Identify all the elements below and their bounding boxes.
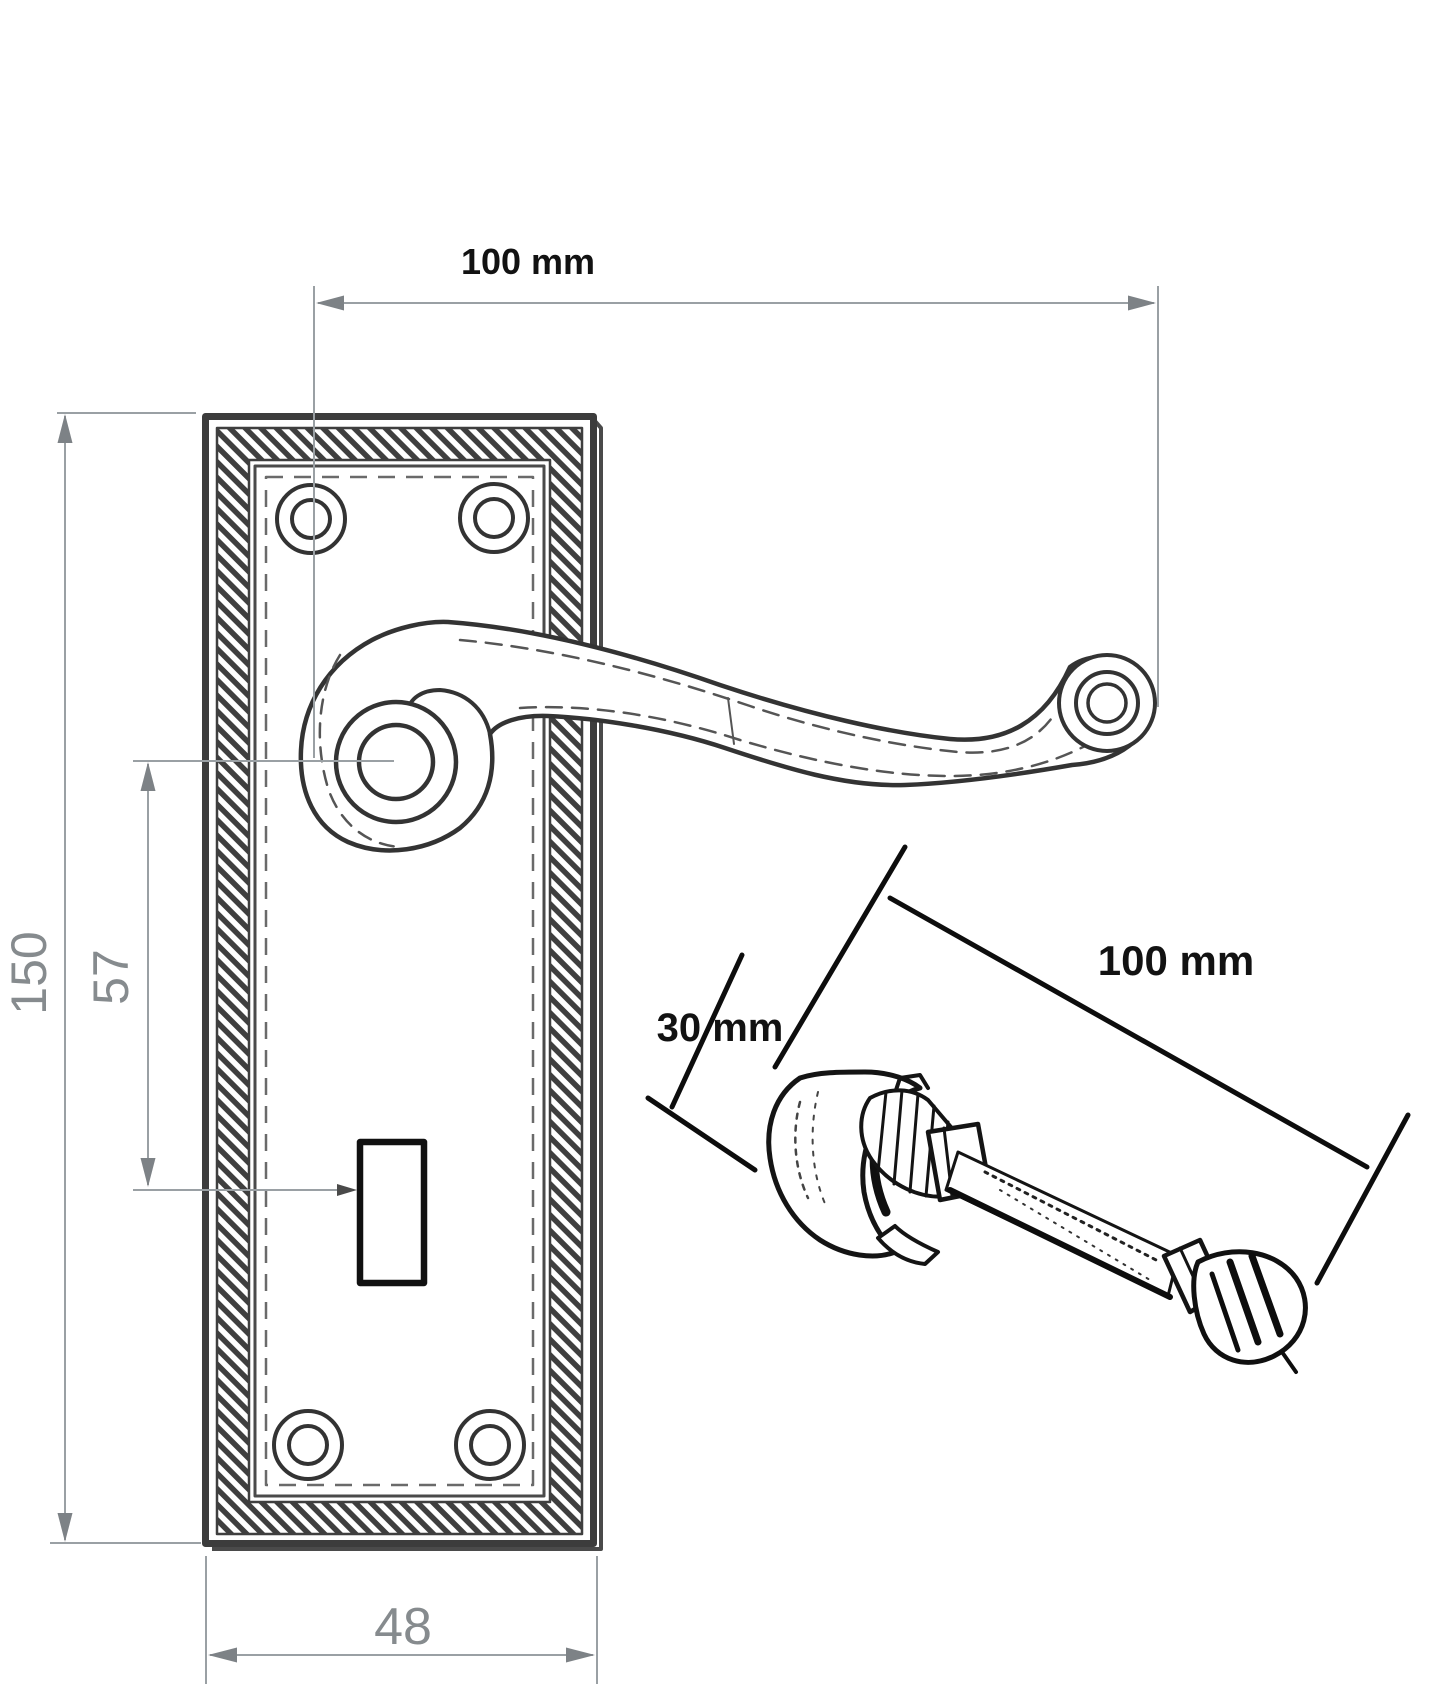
keyhole-cutout — [356, 1138, 428, 1287]
spindle-rod — [944, 1150, 1180, 1298]
arrowhead-up — [140, 762, 156, 791]
lever-hidden-line-bottom — [518, 705, 1087, 778]
plate-height-label: 150 — [1, 931, 57, 1014]
lever-length-dimension — [313, 286, 1159, 758]
arrowhead-down — [140, 1158, 156, 1187]
backplate — [202, 413, 603, 1551]
extension-line-left — [669, 952, 745, 1110]
centres-dimension — [133, 760, 394, 1196]
arrowhead-left — [208, 1647, 237, 1663]
spindle-end-cap — [1191, 1249, 1308, 1365]
lever-handle — [298, 619, 1157, 853]
rod-shadow-edge — [947, 1187, 1173, 1300]
turn-length-dimension — [645, 844, 908, 1173]
spindle-length-line — [887, 895, 1370, 1170]
extension-line-right — [1314, 1112, 1411, 1286]
lever-length-label: 100 mm — [461, 241, 595, 282]
arrowhead-right — [566, 1647, 595, 1663]
lever-scroll-spiral — [405, 688, 492, 736]
keyhole-leader-arrowhead — [337, 1184, 357, 1196]
rod-texture — [999, 1189, 1151, 1281]
lever-end-scroll-hole — [1086, 682, 1128, 724]
spindle-length-dimension — [887, 895, 1411, 1286]
lever-hidden-line-top — [458, 638, 1058, 754]
screw-hole-bottom-left — [272, 1409, 344, 1481]
rope-edge-border — [215, 426, 584, 1536]
end-cap-slots — [1209, 1252, 1298, 1374]
arrowhead-left — [316, 295, 344, 311]
wing-shading — [794, 1100, 810, 1200]
backplate-hidden-line — [264, 475, 535, 1487]
thumb-turn-spindle — [766, 1069, 1308, 1374]
centres-label: 57 — [83, 949, 139, 1005]
rod-texture — [983, 1170, 1162, 1264]
arrowhead-up — [57, 414, 73, 443]
arrowhead-right — [1128, 295, 1156, 311]
spindle-length-label: 100 mm — [1098, 937, 1254, 984]
turn-length-label: 30 mm — [657, 1006, 784, 1050]
plate-height-dimension — [50, 412, 201, 1544]
scroll-hidden-line — [318, 653, 402, 849]
screw-hole-bottom-right — [454, 1409, 526, 1481]
wing-hinge-stub — [894, 1073, 930, 1092]
screw-hole-top-left — [275, 483, 347, 555]
wing-shading — [811, 1091, 827, 1207]
plate-width-label: 48 — [374, 1598, 432, 1656]
plate-width-dimension — [205, 1556, 598, 1684]
screw-hole-top-right — [458, 482, 530, 554]
lever-parting-mark — [727, 697, 735, 745]
arrowhead-down — [57, 1513, 73, 1542]
turn-length-line — [645, 1095, 758, 1173]
extension-line-mid — [772, 844, 908, 1070]
thumb-turn-wing — [766, 1069, 923, 1259]
backplate-side-edge — [212, 418, 603, 1551]
wing-foot-tab — [876, 1224, 940, 1266]
backplate-inner-face — [253, 464, 546, 1498]
